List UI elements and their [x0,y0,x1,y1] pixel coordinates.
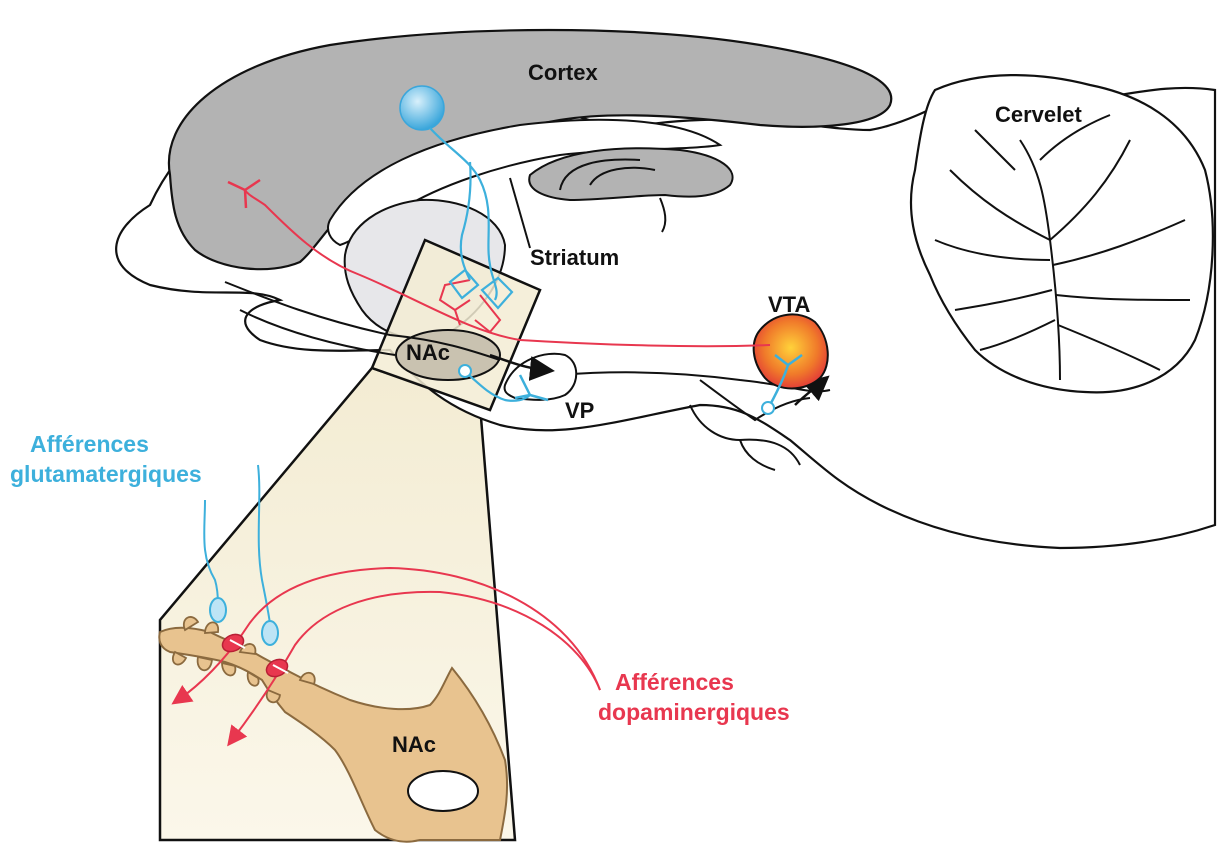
label-vp: VP [565,398,594,423]
label-dopaminergic-line1: Afférences [615,669,734,695]
label-cortex: Cortex [528,60,598,85]
label-nac-upper: NAc [406,340,450,365]
label-glutamatergic-line2: glutamatergiques [10,461,202,487]
label-striatum: Striatum [530,245,619,270]
nac-nucleus [408,771,478,811]
label-nac-lower: NAc [392,732,436,757]
cortical-neuron-soma [400,86,444,130]
label-glutamatergic-line1: Afférences [30,431,149,457]
vta-region [754,314,828,388]
label-dopaminergic-line2: dopaminergiques [598,699,790,725]
label-vta: VTA [768,292,810,317]
label-cervelet: Cervelet [995,102,1083,127]
